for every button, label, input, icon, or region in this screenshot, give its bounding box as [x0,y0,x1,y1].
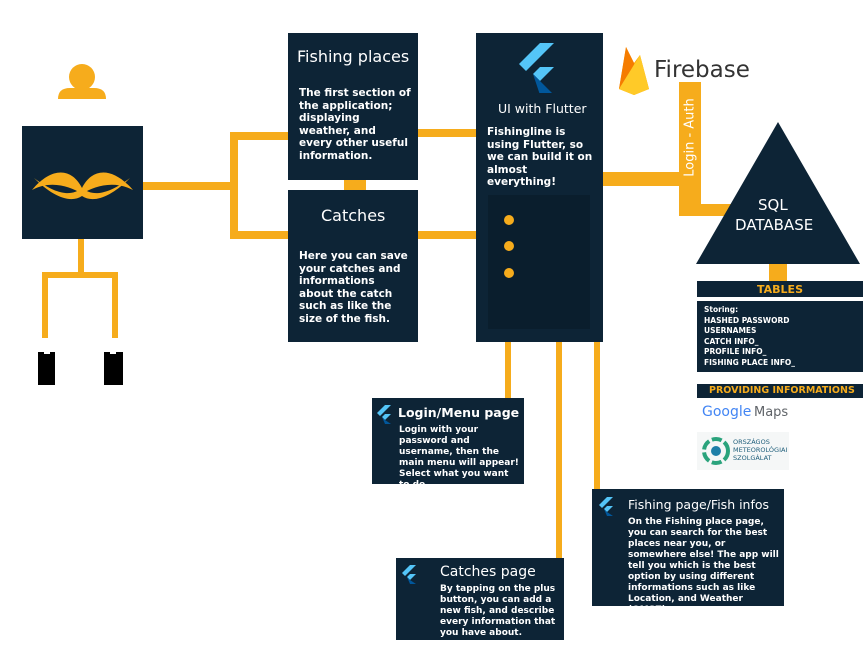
flutter-logo-icon [599,497,613,516]
providing-header-bar: PROVIDING INFORMATIONS [697,384,863,398]
fishing-places-box: Fishing places The first section of the … [288,33,418,180]
fishing-page-text: On the Fishing place page, you can searc… [628,517,779,615]
fishing-page-box: Fishing page/Fish infos On the Fishing p… [592,489,784,615]
flutter-title: UI with Flutter [498,101,587,116]
connector-catches-flutter [418,231,476,239]
connector-bullet1-v [594,218,600,490]
catches-box: Catches Here you can save your catches a… [288,190,418,342]
user-shoulders [58,88,106,99]
google-wordmark: Google [702,404,752,420]
omsz-line2: METEOROLÓGIAI [733,446,788,454]
catches-page-box: Catches page By tapping on the plus butt… [396,558,564,640]
tables-list-box: Storing: HASHED PASSWORD USERNAMES CATCH… [697,301,863,372]
database-label-database: DATABASE [735,216,814,234]
bullet-login-page [504,268,514,278]
tables-item: PROFILE INFO_ [704,347,767,356]
tables-header-bar: TABLES [697,281,863,297]
flutter-pages-panel [488,195,590,329]
figure-left-boot [38,352,55,385]
login-page-text: Login with your password and username, t… [399,425,519,490]
figure-torso [78,238,84,274]
flutter-box: UI with Flutter Fishingline is using Flu… [476,33,603,342]
catches-text: Here you can save your catches and infor… [299,250,408,325]
fishing-places-text: The first section of the application; di… [299,87,411,162]
user-head-icon [69,64,95,90]
bullet-catches-page [504,241,514,251]
figure-left-leg [42,272,48,338]
database-label-sql: SQL [758,196,788,214]
fishing-page-title: Fishing page/Fish infos [628,497,770,512]
figure-right-boot [104,352,123,385]
tables-item: FISHING PLACE INFO_ [704,357,796,367]
connector-flutter-database [603,172,683,186]
tables-list: Storing: HASHED PASSWORD USERNAMES CATCH… [704,305,795,368]
tables-item: CATCH INFO_ [704,336,759,346]
auth-label: Login - Auth [682,98,698,177]
catches-page-title: Catches page [440,564,536,580]
omsz-line3: SZOLGÁLAT [733,454,772,462]
omsz-logo: ORSZÁGOS METEOROLÓGIAI SZOLGÁLAT [697,432,789,470]
bullet-fishing-page [504,215,514,225]
firebase-flame-icon [619,47,649,95]
flutter-text: Fishingline is using Flutter, so we can … [487,126,593,188]
providing-header: PROVIDING INFORMATIONS [709,385,855,396]
google-maps-logo: Google Maps [698,402,788,422]
fishing-places-title: Fishing places [297,47,410,66]
figure-right-leg [112,272,118,338]
flutter-logo-icon [377,405,391,424]
fishingline-logo-icon [32,172,133,200]
catches-title: Catches [321,206,386,225]
tables-item: Storing: [704,305,739,314]
flutter-logo-icon [519,43,554,93]
catches-page-text: By tapping on the plus button, you can a… [440,584,556,638]
connector-split-vertical [230,132,238,238]
connector-to-catches [230,231,288,239]
login-page-box: Login/Menu page Login with your password… [372,398,524,490]
connector-places-catches [344,180,366,190]
connector-to-fishing-places [230,132,288,140]
firebase-label: Firebase [654,57,750,83]
tables-header: TABLES [757,283,803,296]
figure-hips [42,272,118,278]
omsz-line1: ORSZÁGOS [733,438,770,446]
omsz-emblem-icon [702,437,730,465]
maps-wordmark: Maps [754,405,789,420]
tables-item: USERNAMES [704,326,757,335]
connector-db-tables [769,263,787,281]
tables-item: HASHED PASSWORD [704,315,790,325]
connector-bullet2-v [556,244,562,560]
flutter-logo-icon [402,565,416,584]
connector-places-flutter [418,129,476,137]
connector-logo-right [143,182,235,190]
login-page-title: Login/Menu page [398,405,520,420]
firebase-badge: Firebase [614,45,760,95]
connector-auth-vertical [679,82,701,212]
app-logo-box [22,126,143,239]
